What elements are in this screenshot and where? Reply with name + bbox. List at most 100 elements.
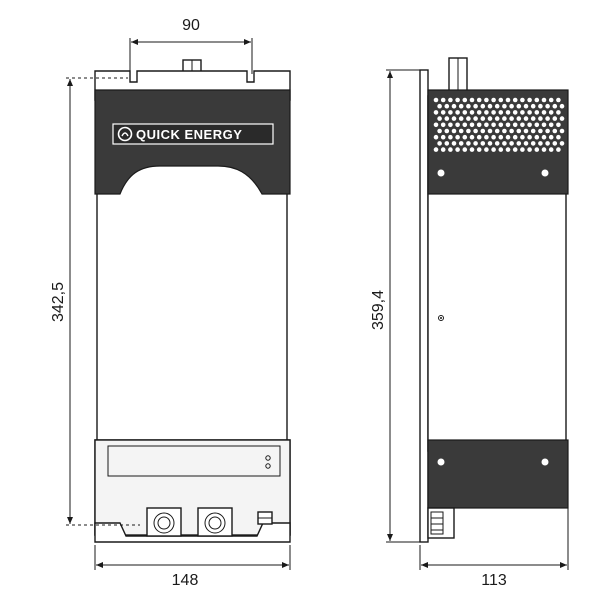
- vent-hole: [548, 122, 554, 128]
- vent-hole: [505, 122, 511, 128]
- vent-hole: [548, 97, 554, 103]
- vent-hole: [451, 103, 457, 109]
- vent-hole: [480, 103, 486, 109]
- vent-hole: [444, 128, 450, 134]
- vent-hole: [545, 141, 550, 146]
- vent-hole: [480, 141, 486, 146]
- vent-hole: [512, 122, 518, 128]
- vent-hole: [512, 147, 518, 152]
- vent-hole: [469, 97, 475, 103]
- side-screw-top-left: [437, 169, 445, 177]
- vent-hole: [491, 147, 496, 152]
- vent-hole: [509, 116, 514, 121]
- side-terminal: [427, 507, 455, 539]
- vent-hole: [520, 147, 525, 152]
- vent-hole: [469, 122, 475, 128]
- vent-hole: [556, 134, 561, 140]
- brand-logo-text: QUICK ENERGY: [136, 127, 242, 142]
- vent-hole: [484, 147, 489, 152]
- vent-hole: [516, 141, 522, 146]
- vent-hole: [505, 147, 511, 152]
- vent-hole: [541, 134, 547, 140]
- vent-hole: [538, 141, 543, 146]
- vent-hole: [437, 116, 442, 121]
- vent-hole: [458, 128, 464, 134]
- vent-hole: [466, 141, 471, 146]
- vent-hole: [548, 147, 554, 152]
- vent-hole: [444, 116, 450, 121]
- vent-hole: [516, 103, 522, 109]
- vent-hole: [520, 97, 525, 103]
- side-bottom-cover: [427, 439, 569, 509]
- side-screw-bottom-left: [437, 458, 445, 466]
- vent-hole: [559, 103, 565, 109]
- vent-hole: [502, 141, 507, 146]
- vent-hole: [433, 110, 439, 115]
- vent-hole: [556, 110, 561, 115]
- vent-hole: [469, 147, 475, 152]
- vent-hole: [487, 116, 493, 121]
- vent-hole: [437, 128, 442, 134]
- vent-hole: [523, 103, 529, 109]
- vent-hole: [534, 134, 540, 140]
- vent-hole: [498, 122, 504, 128]
- vent-hole: [487, 141, 493, 146]
- front-led-2: [265, 463, 271, 469]
- vent-hole: [541, 110, 547, 115]
- vent-hole: [512, 97, 518, 103]
- vent-hole: [559, 116, 565, 121]
- dimension-top-width-label: 90: [182, 17, 200, 34]
- vent-hole: [491, 97, 496, 103]
- vent-hole: [455, 134, 460, 140]
- vent-hole: [520, 122, 525, 128]
- vent-hole: [545, 116, 550, 121]
- vent-hole: [440, 110, 446, 115]
- vent-hole: [505, 97, 511, 103]
- vent-hole: [502, 128, 507, 134]
- vent-hole: [444, 141, 450, 146]
- vent-hole: [552, 141, 558, 146]
- vent-hole: [516, 116, 522, 121]
- vent-hole: [498, 134, 504, 140]
- vent-hole: [480, 128, 486, 134]
- dimension-front-width-label: 148: [172, 572, 199, 589]
- vent-hole: [437, 141, 442, 146]
- vent-hole: [541, 147, 547, 152]
- front-view: QUICK ENERGY: [94, 59, 291, 543]
- vent-hole: [473, 128, 478, 134]
- vent-hole: [448, 110, 453, 115]
- vent-hole: [469, 110, 475, 115]
- vent-hole: [473, 116, 478, 121]
- vent-hole: [534, 97, 540, 103]
- vent-hole: [451, 141, 457, 146]
- vent-hole: [545, 128, 550, 134]
- vent-hole: [523, 141, 529, 146]
- vent-hole: [512, 110, 518, 115]
- vent-hole: [505, 110, 511, 115]
- dimension-side-depth-label: 113: [481, 572, 507, 589]
- vent-hole: [509, 141, 514, 146]
- vent-hole: [462, 122, 468, 128]
- vent-hole: [527, 134, 532, 140]
- dimension-front-width: 148: [94, 545, 291, 589]
- vent-hole: [523, 128, 529, 134]
- front-ground-stud: [257, 511, 273, 525]
- vent-hole: [451, 116, 457, 121]
- vent-hole: [494, 116, 500, 121]
- vent-hole: [433, 122, 439, 128]
- vent-hole: [458, 103, 464, 109]
- vent-hole: [476, 110, 482, 115]
- vent-hole: [491, 110, 496, 115]
- vent-hole: [527, 147, 532, 152]
- vent-hole: [440, 134, 446, 140]
- vent-hole: [458, 116, 464, 121]
- vent-hole: [530, 116, 536, 121]
- vent-hole: [455, 97, 460, 103]
- vent-hole: [491, 134, 496, 140]
- vent-hole: [538, 128, 543, 134]
- vent-hole: [462, 110, 468, 115]
- vent-hole: [548, 134, 554, 140]
- vent-hole: [548, 110, 554, 115]
- front-label-window: [107, 445, 281, 477]
